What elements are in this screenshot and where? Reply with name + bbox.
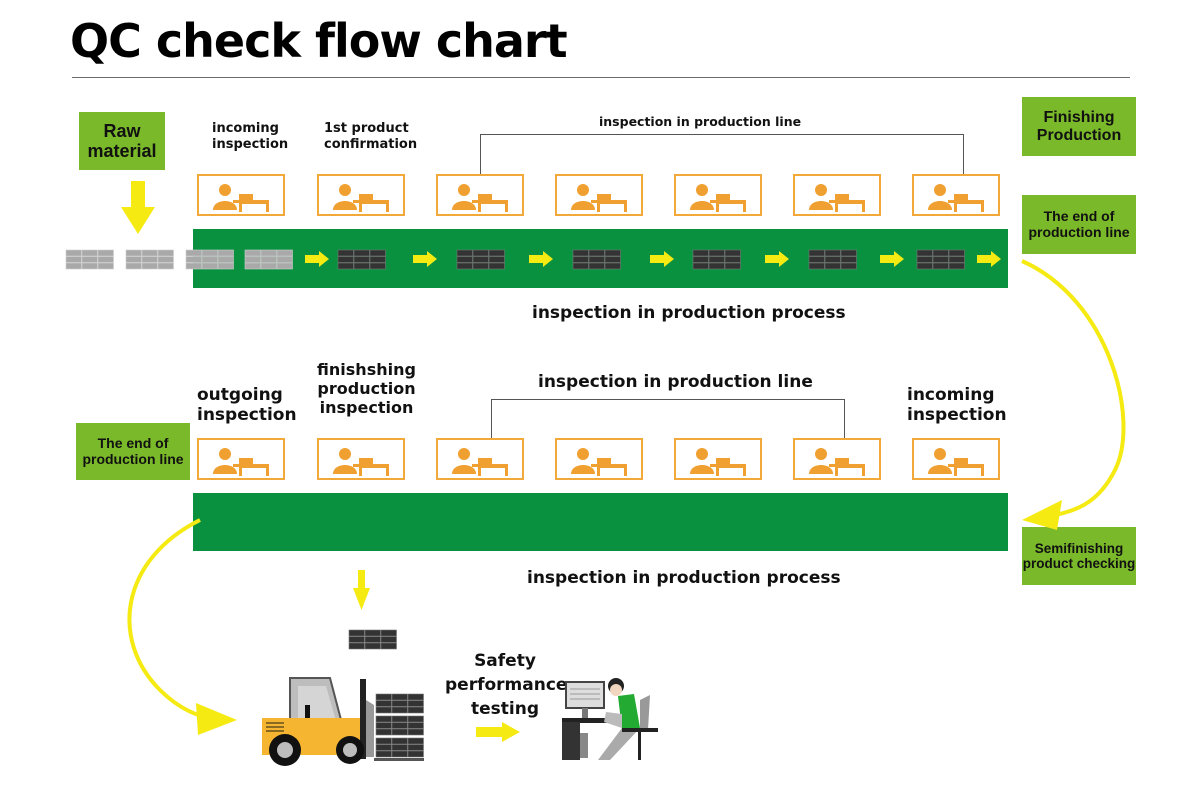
tester-at-computer-icon	[562, 678, 658, 760]
row2-stage-incoming-label: incoming inspection	[907, 385, 1007, 426]
inspector-icon	[809, 448, 865, 476]
raw-material-label: Raw material	[79, 112, 165, 170]
row1-inspection-station	[197, 174, 285, 216]
stacked-pallet	[375, 693, 424, 714]
row1-stage-incoming-label: incoming inspection	[212, 121, 289, 152]
end-of-line-bottom-label: The end of production line	[76, 423, 190, 480]
inspector-icon	[809, 184, 865, 212]
row1-inspection-station	[912, 174, 1000, 216]
page-title: QC check flow chart	[70, 14, 568, 68]
row1-inspection-station	[436, 174, 524, 216]
forklift-pallet-stack	[375, 693, 424, 758]
row1-inspection-station	[555, 174, 643, 216]
inspector-icon	[690, 448, 746, 476]
end-of-line-top-label: The end of production line	[1022, 195, 1136, 254]
testing-right-arrow	[476, 722, 520, 742]
flow-arrow-right	[977, 251, 1001, 267]
product-pallet	[337, 249, 386, 270]
flow-arrow-right	[529, 251, 553, 267]
row2-inspection-station	[436, 438, 524, 480]
curved-arrow-right	[1021, 259, 1126, 530]
row1-group-label: inspection in production line	[599, 114, 802, 129]
raw-material-down-arrow	[121, 181, 155, 234]
product-pallet	[808, 249, 857, 270]
safety-testing-label: Safety performance testing	[445, 651, 568, 719]
inspector-icon	[571, 448, 627, 476]
row2-inspection-station	[197, 438, 285, 480]
falling-pallet	[348, 629, 397, 650]
row1-inspection-station	[793, 174, 881, 216]
flow-arrow-right	[413, 251, 437, 267]
raw-pallet	[65, 249, 114, 270]
row1-inspection-station	[317, 174, 405, 216]
belt-to-pallet-down-arrow	[353, 570, 370, 610]
product-pallet	[456, 249, 505, 270]
row2-inspection-station	[317, 438, 405, 480]
inspector-icon	[928, 184, 984, 212]
inspector-icon	[571, 184, 627, 212]
inspector-icon	[452, 184, 508, 212]
title-divider	[72, 77, 1130, 78]
row1-stage-first-product-label: 1st product confirmation	[324, 121, 418, 152]
forklift-icon	[262, 677, 424, 766]
row2-conveyor-belt	[193, 493, 1008, 551]
inspector-icon	[333, 448, 389, 476]
row2-group-label: inspection in production line	[538, 372, 813, 392]
product-pallet	[572, 249, 621, 270]
stacked-pallet	[375, 715, 424, 736]
inspector-icon	[213, 448, 269, 476]
inspector-icon	[690, 184, 746, 212]
row1-group-bracket	[480, 134, 964, 175]
row2-inspection-station	[793, 438, 881, 480]
single-pallet	[348, 629, 397, 650]
flow-arrow-right	[765, 251, 789, 267]
product-pallet	[692, 249, 741, 270]
flow-arrow-right	[305, 251, 329, 267]
inspector-icon	[213, 184, 269, 212]
flow-arrow-right	[880, 251, 904, 267]
stacked-pallet	[375, 737, 424, 758]
row2-inspection-station	[555, 438, 643, 480]
raw-pallet	[125, 249, 174, 270]
curved-arrow-left	[127, 518, 237, 735]
row1-process-caption: inspection in production process	[532, 303, 846, 323]
row2-inspection-station	[912, 438, 1000, 480]
raw-pallet	[185, 249, 234, 270]
row2-stage-finishing-label: finishshing production inspection	[317, 360, 416, 418]
inspector-icon	[333, 184, 389, 212]
flow-arrow-right	[650, 251, 674, 267]
raw-pallet	[244, 249, 293, 270]
row2-group-bracket	[491, 399, 845, 438]
finishing-production-label: Finishing Production	[1022, 97, 1136, 156]
inspector-icon	[928, 448, 984, 476]
product-pallet	[916, 249, 965, 270]
row2-inspection-station	[674, 438, 762, 480]
row1-inspection-station	[674, 174, 762, 216]
row2-process-caption: inspection in production process	[527, 568, 841, 588]
semifinishing-label: Semifinishing product checking	[1022, 527, 1136, 585]
row2-stage-outgoing-label: outgoing inspection	[197, 385, 297, 426]
inspector-icon	[452, 448, 508, 476]
